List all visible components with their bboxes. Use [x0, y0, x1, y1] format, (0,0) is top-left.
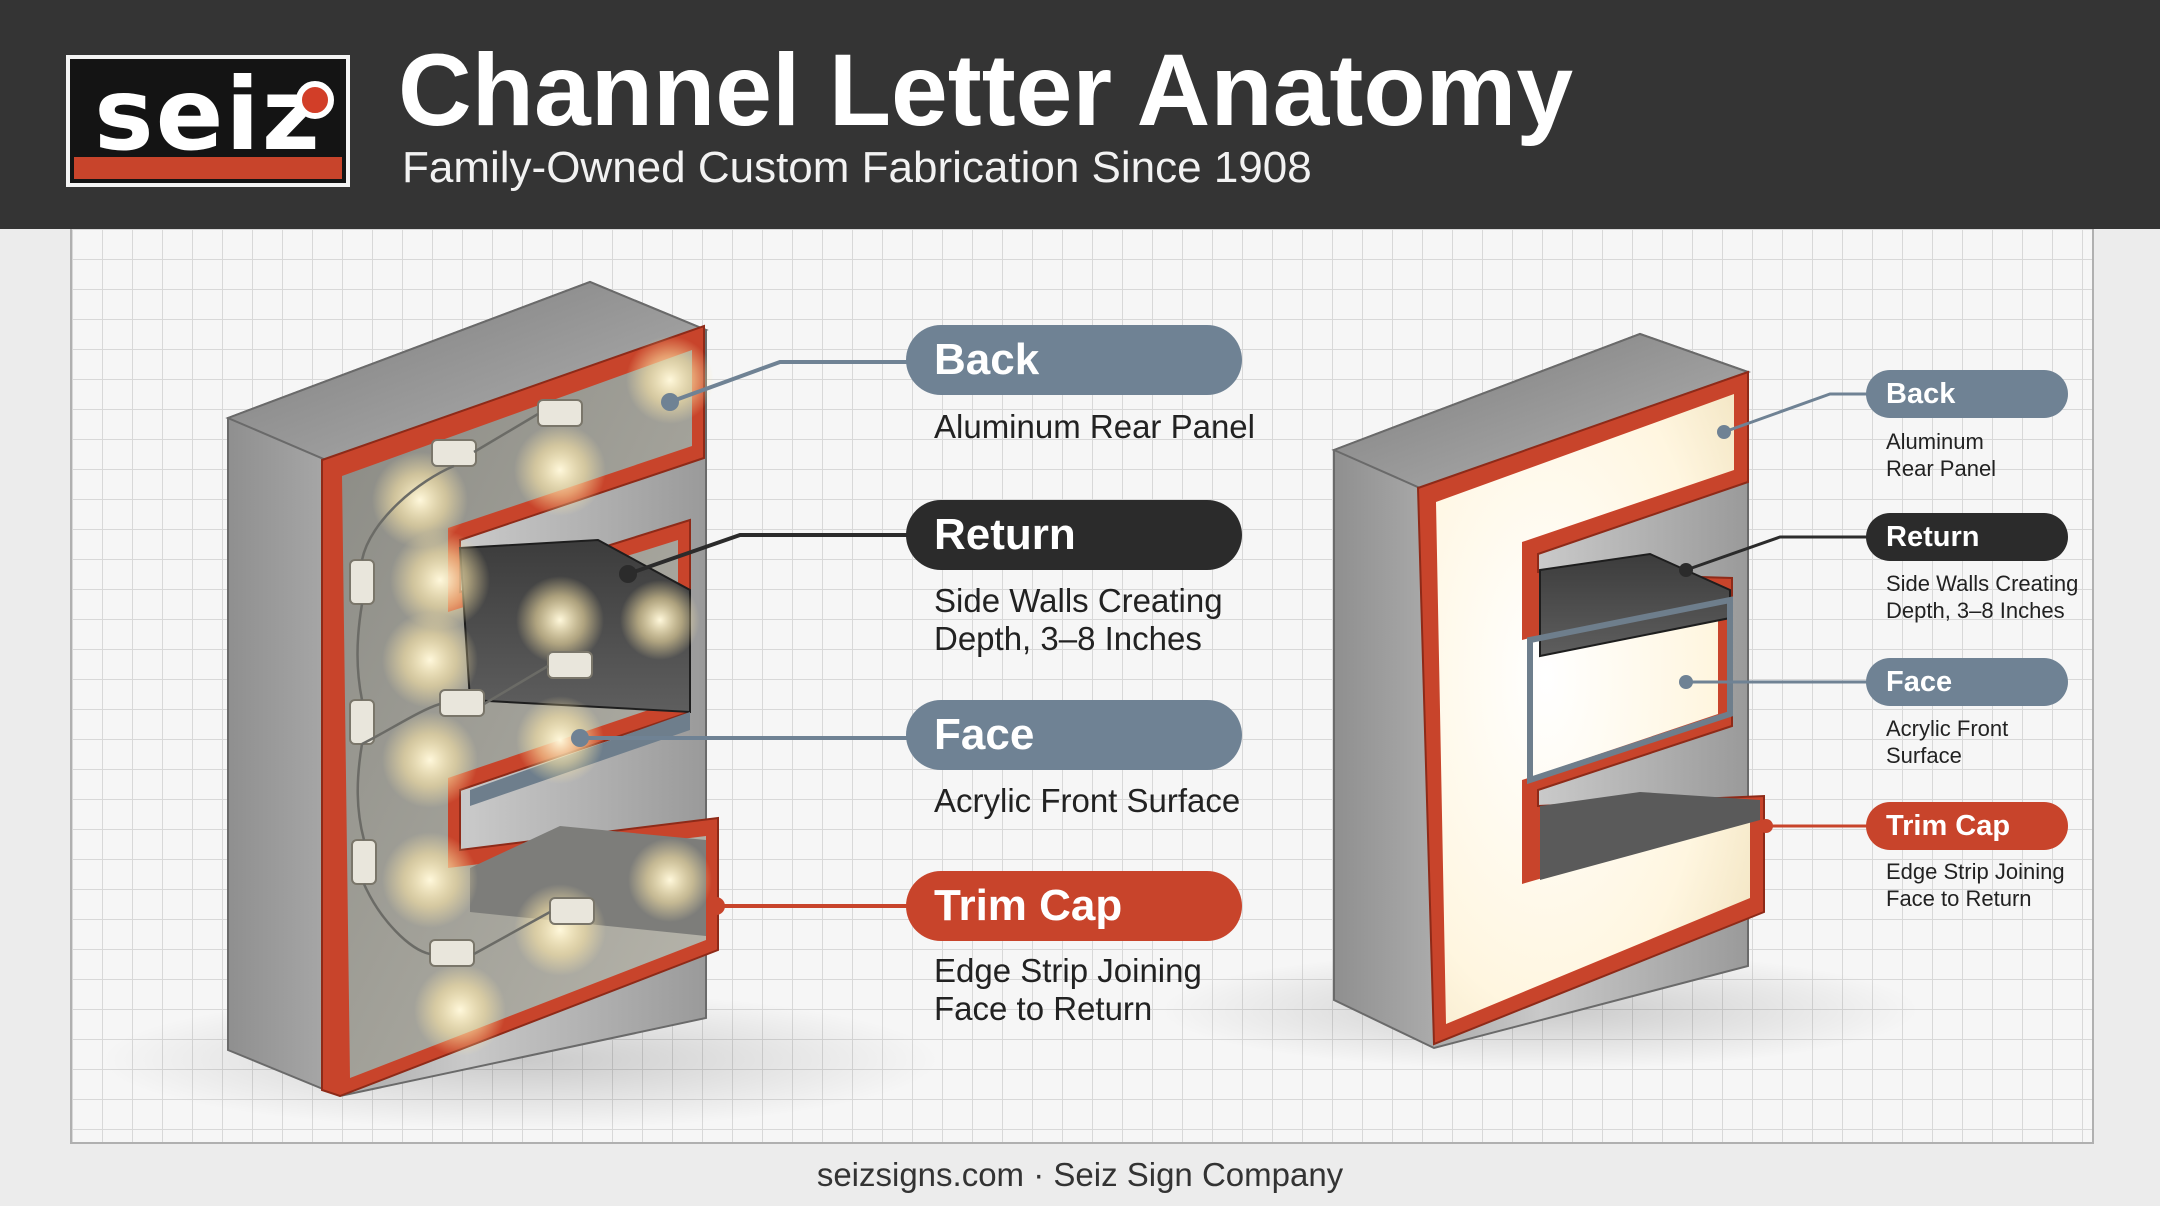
footer-credit: seizsigns.com · Seiz Sign Company — [816, 1156, 1344, 1193]
callout-trimcap-desc-right: Edge Strip Joining Face to Return — [1886, 859, 2065, 911]
leader-back-right — [1723, 392, 1870, 434]
page-subtitle: Family-Owned Custom Fabrication Since 19… — [402, 143, 1312, 192]
callout-return-pill-right: Return — [1866, 513, 2068, 561]
callout-trimcap-pill-right: Trim Cap — [1866, 802, 2068, 850]
logo-dot-icon — [296, 81, 334, 119]
callout-trimcap-desc-left: Edge Strip Joining Face to Return — [934, 952, 1202, 1027]
leader-back-left — [669, 360, 908, 404]
callout-face-desc-right: Acrylic Front Surface — [1886, 716, 2009, 768]
header-banner: seiz Channel Letter Anatomy Family-Owned… — [0, 0, 2160, 229]
logo-red-bar — [74, 157, 342, 179]
callout-return-desc-left: Side Walls Creating Depth, 3–8 Inches — [934, 582, 1223, 657]
right-letter-face-edge — [1527, 596, 1733, 785]
seiz-logo: seiz — [66, 55, 350, 187]
callout-back-pill-right: Back — [1866, 370, 2068, 418]
callout-return-pill-left: Return — [906, 500, 1242, 570]
left-callout-leaders — [571, 360, 908, 915]
led-wiring — [356, 412, 551, 956]
left-letter-top-wall — [225, 280, 709, 468]
callout-back-desc-left: Aluminum Rear Panel — [934, 408, 1255, 445]
callout-trimcap-pill-left: Trim Cap — [906, 871, 1242, 941]
leader-return-left — [627, 533, 908, 576]
logo-wordmark: seiz — [94, 56, 322, 173]
callout-face-desc-left: Acrylic Front Surface — [934, 782, 1241, 819]
right-callout-leaders — [1679, 392, 1870, 833]
left-open-letter-e — [100, 280, 940, 1130]
leader-return-right — [1685, 535, 1870, 572]
right-letter-lower-return — [1540, 792, 1760, 880]
right-closed-letter-e — [1160, 332, 1920, 1070]
page-title: Channel Letter Anatomy — [398, 33, 1574, 147]
footer: seizsigns.com · Seiz Sign Company — [0, 1144, 2160, 1206]
led-module-icons — [349, 399, 595, 967]
right-letter-glowing-face — [1436, 394, 1750, 1024]
callout-back-pill-left: Back — [906, 325, 1242, 395]
callout-back-desc-right: Aluminum Rear Panel — [1886, 429, 1997, 481]
callout-face-pill-left: Face — [906, 700, 1242, 770]
callout-return-desc-right: Side Walls Creating Depth, 3–8 Inches — [1886, 571, 2079, 623]
callout-face-pill-right: Face — [1866, 658, 2068, 706]
